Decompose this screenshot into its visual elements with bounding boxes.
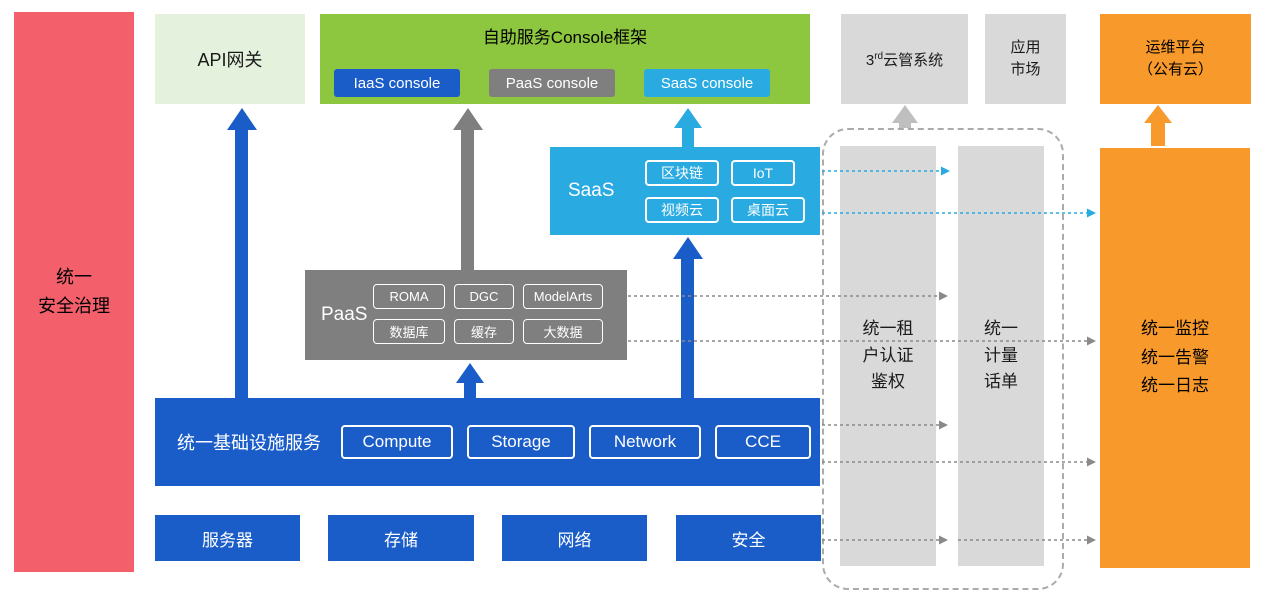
- api-gateway-label: API网关: [197, 50, 263, 70]
- iaas-services-row: Compute Storage Network CCE: [341, 425, 811, 459]
- shared-services-dashed-frame: [822, 128, 1064, 590]
- tenant-auth-line-3: 鉴权: [871, 372, 905, 392]
- metering-line-1: 统一: [984, 319, 1018, 339]
- om-platform-line-1: 运维平台: [1145, 38, 1206, 56]
- app-market-box: 应用 市场: [985, 14, 1066, 104]
- paas-service-cache: 缓存: [454, 319, 514, 344]
- saas-service-blockchain: 区块链: [645, 160, 719, 186]
- saas-console-chip: SaaS console: [644, 69, 770, 97]
- paas-service-bigdata: 大数据: [523, 319, 603, 344]
- iaas-service-network: Network: [589, 425, 701, 459]
- saas-service-desktop-cloud: 桌面云: [731, 197, 805, 223]
- paas-service-dgc: DGC: [454, 284, 514, 309]
- saas-layer-box: SaaS 区块链 IoT 视频云 桌面云: [550, 147, 820, 235]
- app-market-line-1: 应用: [1010, 38, 1041, 56]
- security-governance-line-1: 统一: [56, 267, 92, 288]
- monitoring-line-3: 统一日志: [1141, 376, 1209, 396]
- third-party-cloud-mgmt-label: 3rd云管系统: [865, 50, 944, 69]
- hardware-security-box: 安全: [676, 515, 821, 561]
- monitoring-line-2: 统一告警: [1141, 347, 1209, 367]
- saas-service-iot: IoT: [731, 160, 795, 186]
- console-chip-row: IaaS console PaaS console SaaS console: [334, 69, 770, 97]
- hardware-storage-box: 存储: [328, 515, 474, 561]
- arrow-monitoring-to-om-platform: [1144, 105, 1172, 146]
- paas-service-database: 数据库: [373, 319, 445, 344]
- arrow-iaas-to-api-gateway: [227, 108, 257, 398]
- saas-layer-label: SaaS: [568, 180, 615, 201]
- metering-line-2: 计量: [984, 345, 1018, 365]
- security-governance-line-2: 安全治理: [38, 296, 110, 316]
- metering-pillar: 统一 计量 话单: [958, 146, 1044, 566]
- arrow-iaas-to-saas: [673, 237, 703, 398]
- iaas-layer-label: 统一基础设施服务: [177, 433, 321, 453]
- third-party-cloud-mgmt-box: 3rd云管系统: [841, 14, 968, 104]
- hardware-network-box: 网络: [502, 515, 647, 561]
- paas-services-grid: ROMA DGC ModelArts 数据库 缓存 大数据: [373, 284, 603, 344]
- iaas-service-storage: Storage: [467, 425, 575, 459]
- iaas-console-chip: IaaS console: [334, 69, 460, 97]
- paas-console-chip: PaaS console: [489, 69, 615, 97]
- arrow-saas-to-console: [674, 108, 702, 147]
- app-market-line-2: 市场: [1010, 61, 1041, 78]
- arrow-shared-to-third-party-cloud: [892, 105, 918, 128]
- paas-service-modelarts: ModelArts: [523, 284, 603, 309]
- paas-service-roma: ROMA: [373, 284, 445, 309]
- om-platform-line-2: （公有云）: [1137, 61, 1213, 78]
- arrow-iaas-to-paas: [456, 363, 484, 398]
- monitoring-pillar: 统一监控 统一告警 统一日志: [1100, 148, 1250, 568]
- console-frame-title: 自助服务Console框架: [482, 28, 648, 47]
- metering-line-3: 话单: [984, 372, 1018, 392]
- iaas-layer-box: 统一基础设施服务 Compute Storage Network CCE: [155, 398, 820, 486]
- api-gateway-box: API网关: [155, 14, 305, 104]
- security-governance-pillar: 统一 安全治理: [14, 12, 134, 572]
- hardware-server-box: 服务器: [155, 515, 300, 561]
- om-platform-box: 运维平台 （公有云）: [1100, 14, 1251, 104]
- paas-layer-label: PaaS: [321, 304, 368, 325]
- tenant-auth-line-2: 户认证: [862, 345, 914, 365]
- iaas-service-compute: Compute: [341, 425, 453, 459]
- iaas-service-cce: CCE: [715, 425, 811, 459]
- saas-services-grid: 区块链 IoT 视频云 桌面云: [645, 160, 805, 223]
- tenant-auth-pillar: 统一租 户认证 鉴权: [840, 146, 936, 566]
- saas-service-video-cloud: 视频云: [645, 197, 719, 223]
- tenant-auth-line-1: 统一租: [862, 319, 914, 339]
- monitoring-line-1: 统一监控: [1141, 318, 1209, 338]
- arrow-paas-to-console: [453, 108, 483, 270]
- paas-layer-box: PaaS ROMA DGC ModelArts 数据库 缓存 大数据: [305, 270, 627, 360]
- self-service-console-frame: 自助服务Console框架 IaaS console PaaS console …: [320, 14, 810, 104]
